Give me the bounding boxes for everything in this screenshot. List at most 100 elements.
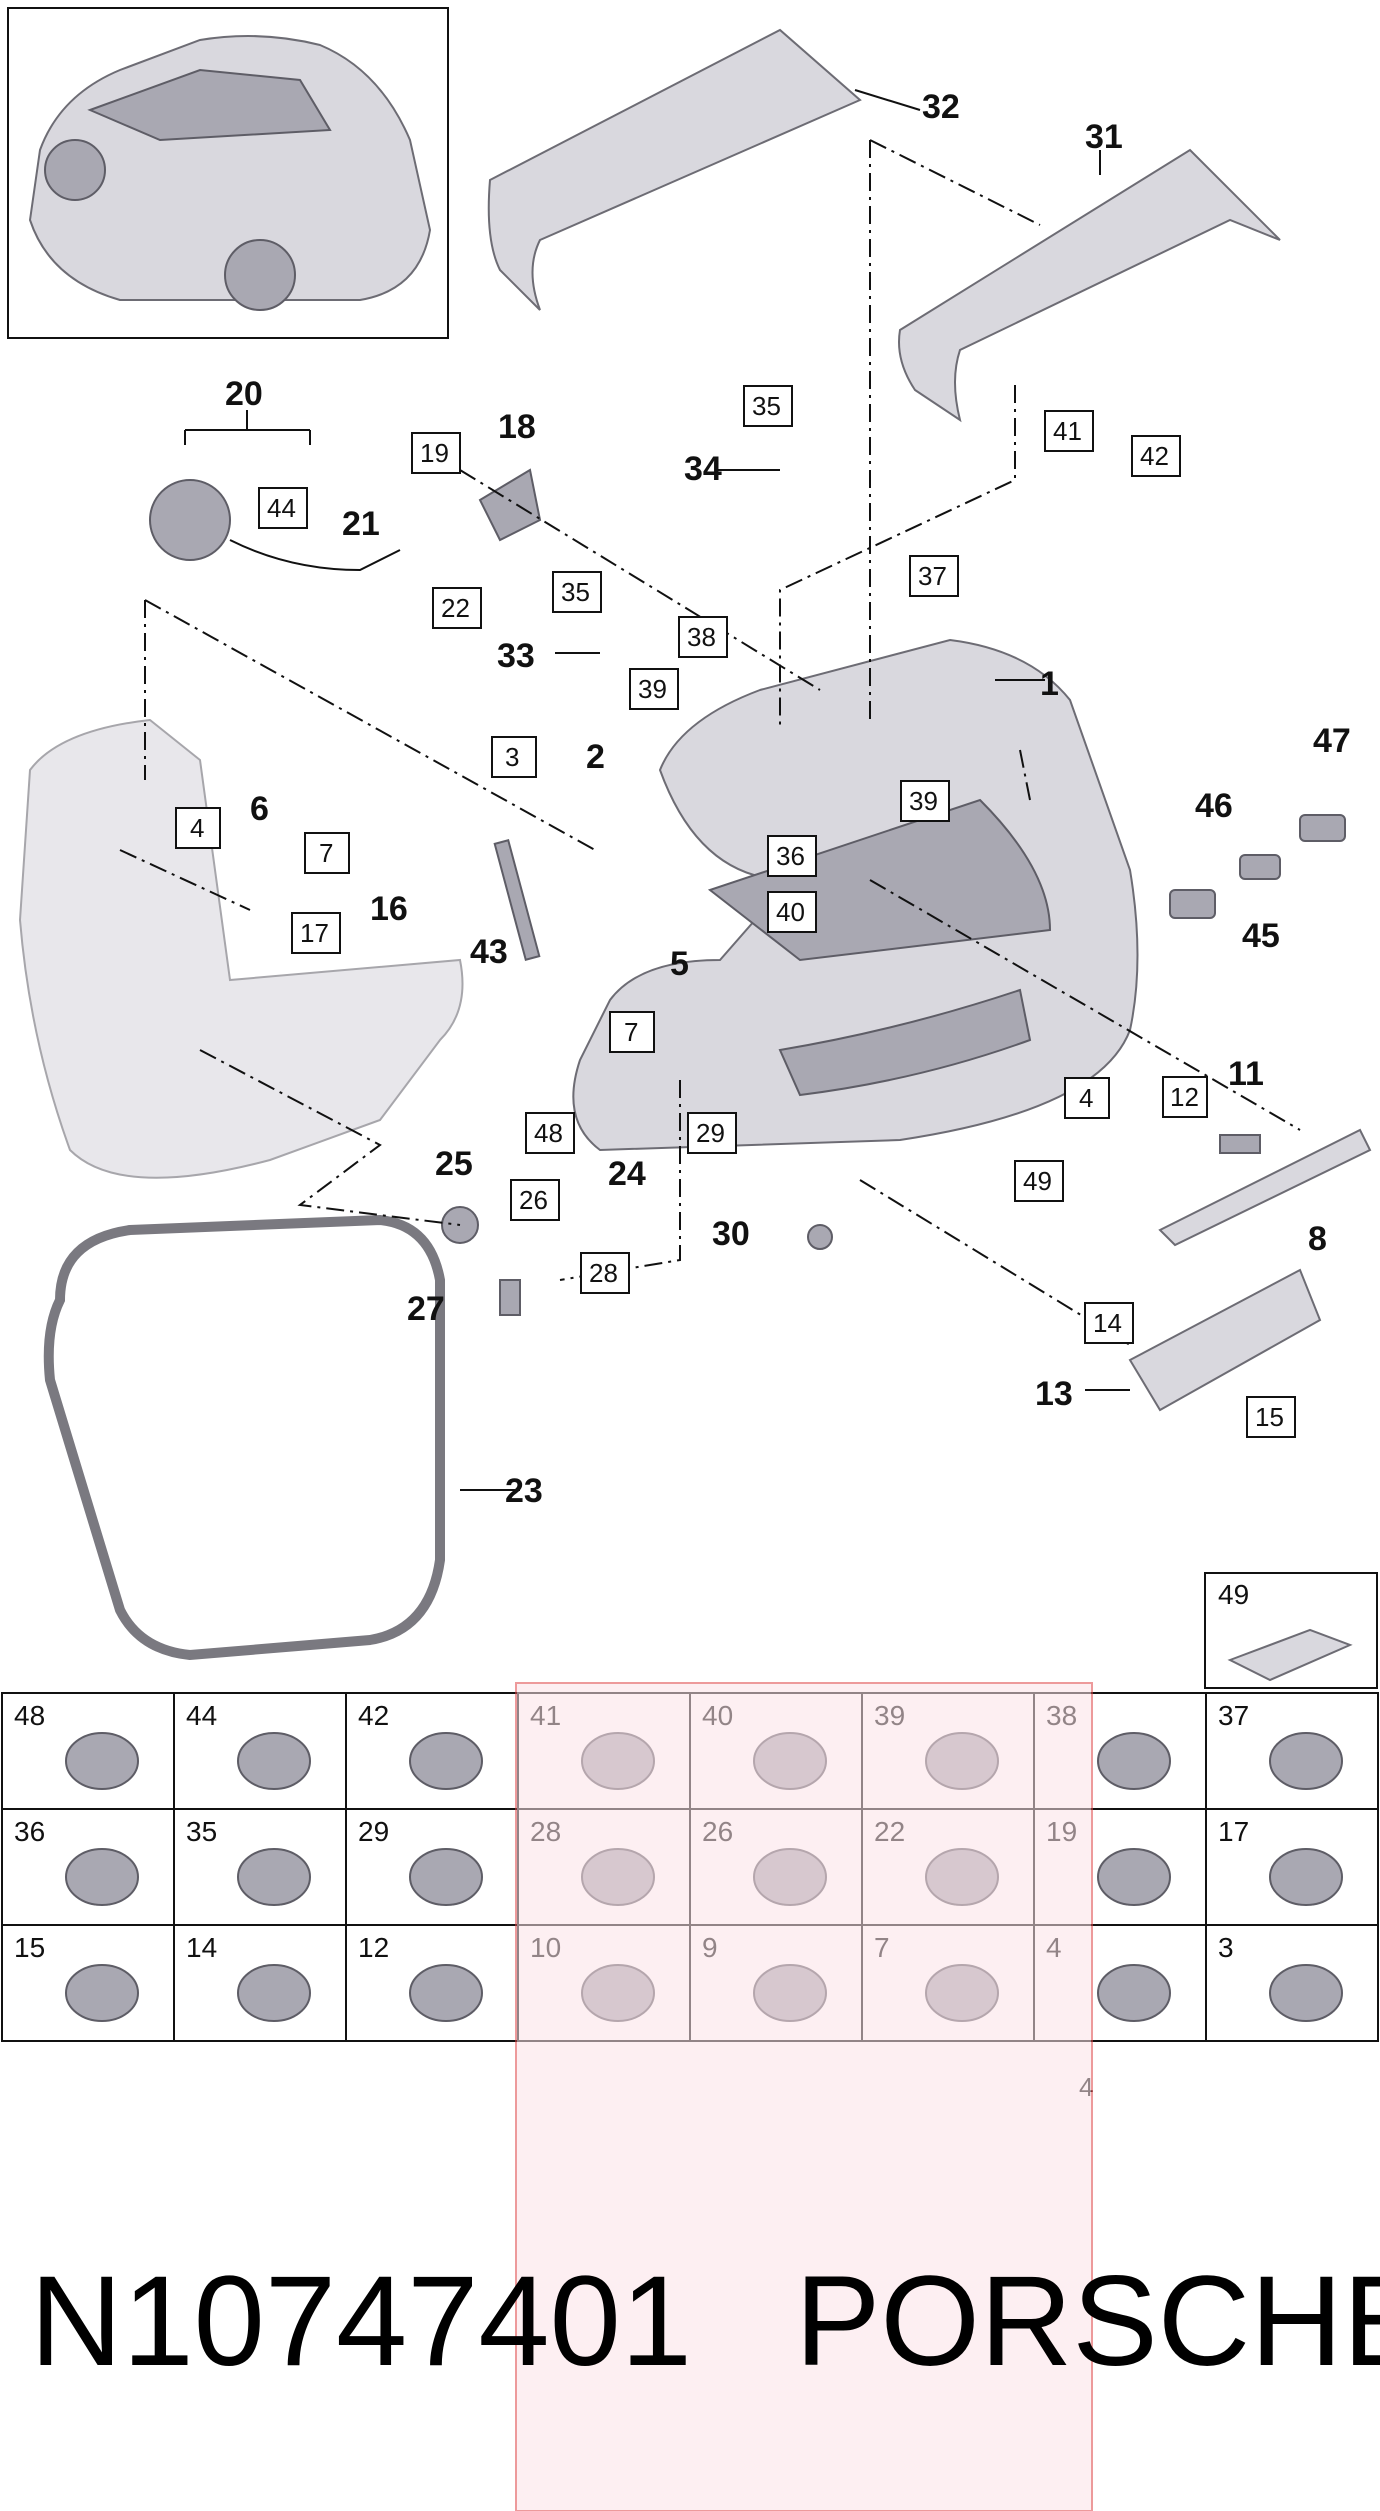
table-part-illustration [1097,1848,1171,1906]
callout-36: 36 [776,841,805,871]
callout-44: 44 [267,493,296,523]
table-cell-number: 48 [14,1700,45,1731]
callout-18: 18 [498,408,536,446]
callout-7b: 7 [624,1017,638,1047]
callout-4b: 4 [1079,1083,1093,1113]
callout-22: 22 [441,593,470,623]
table-cell-number: 17 [1218,1816,1249,1847]
callout-31: 31 [1085,118,1123,156]
table-cell-number: 3 [1218,1932,1234,1963]
lock-part-20 [149,479,231,561]
table-cell-part-35: 35 [173,1808,347,1926]
callout-29: 29 [696,1118,725,1148]
leader-lines [119,89,1301,1491]
table-part-illustration [237,1964,311,2022]
table-part-illustration [1097,1964,1171,2022]
table-part-illustration [1097,1732,1171,1790]
table-part-illustration [65,1732,139,1790]
callout-16: 16 [370,890,408,928]
callout-37: 37 [918,561,947,591]
callout-25: 25 [435,1145,473,1183]
buffer-part-30 [807,1224,833,1250]
inset-label: 49 [1218,1579,1249,1610]
callout-28: 28 [589,1258,618,1288]
table-cell-part-12: 12 [345,1924,519,2042]
table-cell-part-36: 36 [1,1808,175,1926]
callout-32: 32 [922,88,960,126]
table-cell-number: 44 [186,1700,217,1731]
inset-part-49: 49 [1204,1572,1378,1689]
callout-26: 26 [519,1185,548,1215]
table-part-illustration [409,1848,483,1906]
table-cell-part-29: 29 [345,1808,519,1926]
switch-part-46 [1169,889,1216,919]
table-cell-part-37: 37 [1205,1692,1379,1810]
bracket-part-11 [1219,1134,1261,1154]
callout-38: 38 [687,622,716,652]
callout-43: 43 [470,933,508,971]
callout-46: 46 [1195,787,1233,825]
callout-1: 1 [1040,665,1059,703]
table-part-illustration [237,1848,311,1906]
table-cell-number: 15 [14,1932,45,1963]
table-cell-part-44: 44 [173,1692,347,1810]
table-part-illustration [409,1732,483,1790]
callout-14: 14 [1093,1308,1122,1338]
watermark-overlay [515,1682,1093,2511]
table-part-illustration [1269,1732,1343,1790]
table-cell-part-3: 3 [1205,1924,1379,2042]
callout-41: 41 [1053,416,1082,446]
table-part-illustration [1269,1964,1343,2022]
vehicle-inset [7,7,449,339]
callout-13: 13 [1035,1375,1073,1413]
table-cell-number: 14 [186,1932,217,1963]
table-cell-part-48: 48 [1,1692,175,1810]
table-part-illustration [237,1732,311,1790]
callout-21: 21 [342,505,380,543]
callout-4a: 4 [190,813,204,843]
table-part-illustration [1269,1848,1343,1906]
clip-part-27 [499,1279,521,1316]
callout-2: 2 [586,738,605,776]
table-cell-number: 12 [358,1932,389,1963]
trim-part-8 [1158,1128,1372,1247]
table-cell-number: 35 [186,1816,217,1847]
callout-40: 40 [776,897,805,927]
license-plate-part-13 [1128,1268,1322,1412]
spoiler-part-31 [898,148,1281,423]
callout-47: 47 [1313,722,1351,760]
callout-19: 19 [420,438,449,468]
callout-34: 34 [684,450,722,488]
switch-part-45 [1239,854,1281,880]
callout-27: 27 [407,1290,445,1328]
seal-part-23 [43,1214,445,1661]
watermark-brand: PORSCHE [795,2250,1380,2393]
callout-3: 3 [505,742,519,772]
watermark-part-number: N10747401 [30,2250,692,2393]
callout-12: 12 [1170,1082,1199,1112]
callout-24: 24 [608,1155,646,1193]
switch-part-47 [1299,814,1346,842]
callout-23: 23 [505,1472,543,1510]
callout-6: 6 [250,790,269,828]
callout-20: 20 [225,375,263,413]
table-part-illustration [65,1848,139,1906]
callout-7a: 7 [319,838,333,868]
callout-8: 8 [1308,1220,1327,1258]
boxed-callouts: 3 4 4 4 7 7 12 14 15 17 19 22 26 28 29 3… [175,385,1296,2102]
table-cell-number: 36 [14,1816,45,1847]
strut-part-43 [493,839,541,961]
latch-part-18 [478,468,542,542]
table-cell-part-42: 42 [345,1692,519,1810]
table-cell-number: 37 [1218,1700,1249,1731]
callout-39a: 39 [638,674,667,704]
callout-33: 33 [497,637,535,675]
callout-49: 49 [1023,1166,1052,1196]
spoiler-part-32 [487,28,862,311]
table-cell-part-14: 14 [173,1924,347,2042]
table-cell-number: 29 [358,1816,389,1847]
callout-17: 17 [300,918,329,948]
callout-11: 11 [1228,1055,1264,1093]
table-cell-part-15: 15 [1,1924,175,2042]
callout-15: 15 [1255,1402,1284,1432]
